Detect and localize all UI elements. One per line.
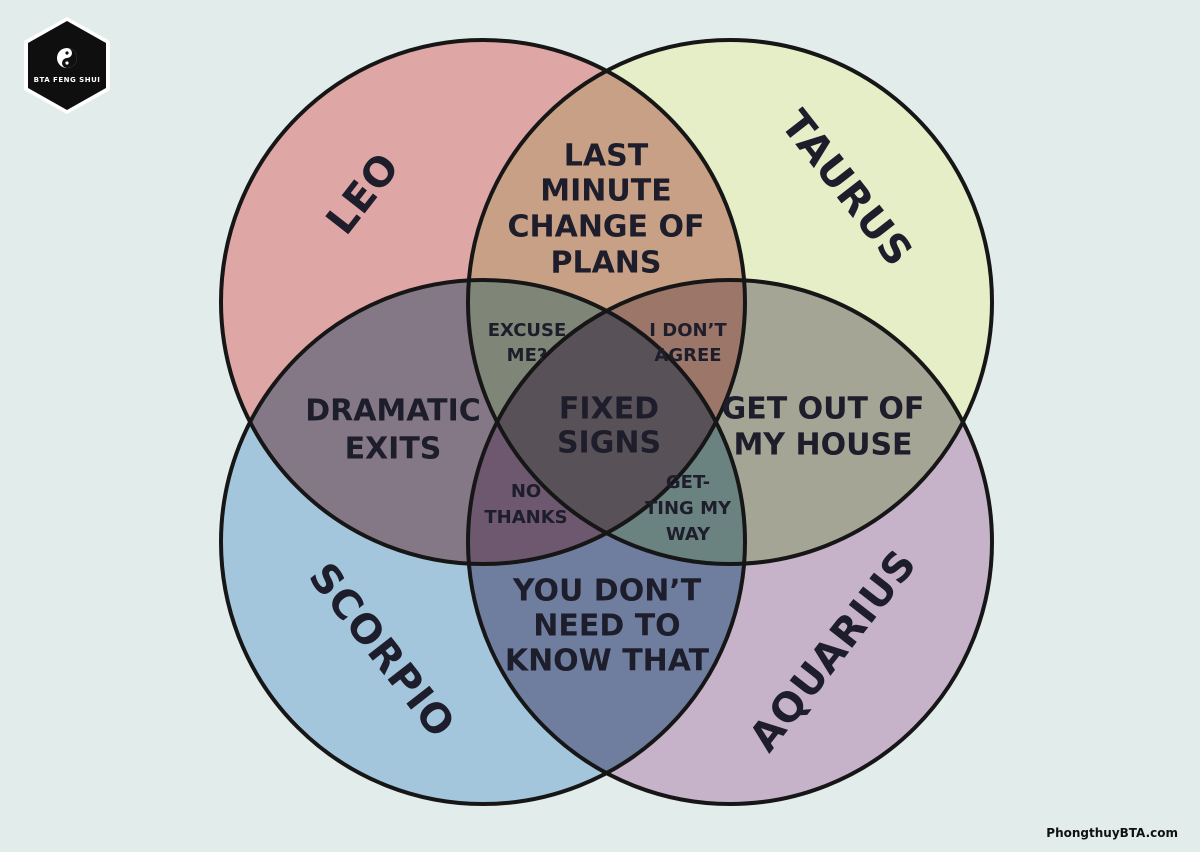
leo-taurus-label: LAST MINUTE CHANGE OF PLANS <box>507 139 704 281</box>
svg-text:I DON’T: I DON’T <box>649 320 727 341</box>
svg-text:AGREE: AGREE <box>654 345 721 366</box>
leo-taurus-aquarius-label: I DON’T AGREE <box>649 320 727 366</box>
taurus-aquarius-label: GET OUT OF MY HOUSE <box>722 392 925 463</box>
svg-text:TING MY: TING MY <box>645 498 732 519</box>
svg-text:EXITS: EXITS <box>345 432 442 467</box>
svg-text:ME?: ME? <box>507 345 548 366</box>
svg-text:EXCUSE: EXCUSE <box>488 320 567 341</box>
svg-text:GET-: GET- <box>666 472 710 493</box>
taurus-scorpio-aquarius-label: GET- TING MY WAY <box>645 472 732 545</box>
svg-text:DRAMATIC: DRAMATIC <box>305 394 481 429</box>
brand-logo: BTA FENG SHUI <box>24 17 110 114</box>
leo-taurus-scorpio-label: EXCUSE ME? <box>488 320 567 366</box>
svg-text:MINUTE: MINUTE <box>540 174 671 209</box>
svg-text:FIXED: FIXED <box>559 392 659 427</box>
svg-text:SIGNS: SIGNS <box>557 426 661 461</box>
svg-text:NO: NO <box>511 481 541 502</box>
logo-text: BTA FENG SHUI <box>34 76 101 84</box>
svg-text:MY HOUSE: MY HOUSE <box>733 428 912 463</box>
svg-text:KNOW THAT: KNOW THAT <box>505 644 710 679</box>
fixed-signs-label: FIXED SIGNS <box>557 392 661 461</box>
svg-text:YOU DON’T: YOU DON’T <box>512 574 702 609</box>
leo-scorpio-aquarius-label: NO THANKS <box>484 481 567 528</box>
circle-outlines <box>219 38 994 806</box>
leo-scorpio-label: DRAMATIC EXITS <box>305 394 481 467</box>
svg-text:LAST: LAST <box>564 139 649 174</box>
yin-yang-icon <box>57 48 77 68</box>
svg-text:GET OUT OF: GET OUT OF <box>722 392 925 427</box>
svg-text:THANKS: THANKS <box>484 507 567 528</box>
site-credit: PhongthuyBTA.com <box>1046 826 1178 840</box>
svg-text:WAY: WAY <box>666 524 711 545</box>
svg-text:PLANS: PLANS <box>550 246 661 281</box>
svg-text:CHANGE OF: CHANGE OF <box>507 210 704 245</box>
svg-text:NEED TO: NEED TO <box>533 609 680 644</box>
scorpio-aquarius-label: YOU DON’T NEED TO KNOW THAT <box>505 574 710 679</box>
